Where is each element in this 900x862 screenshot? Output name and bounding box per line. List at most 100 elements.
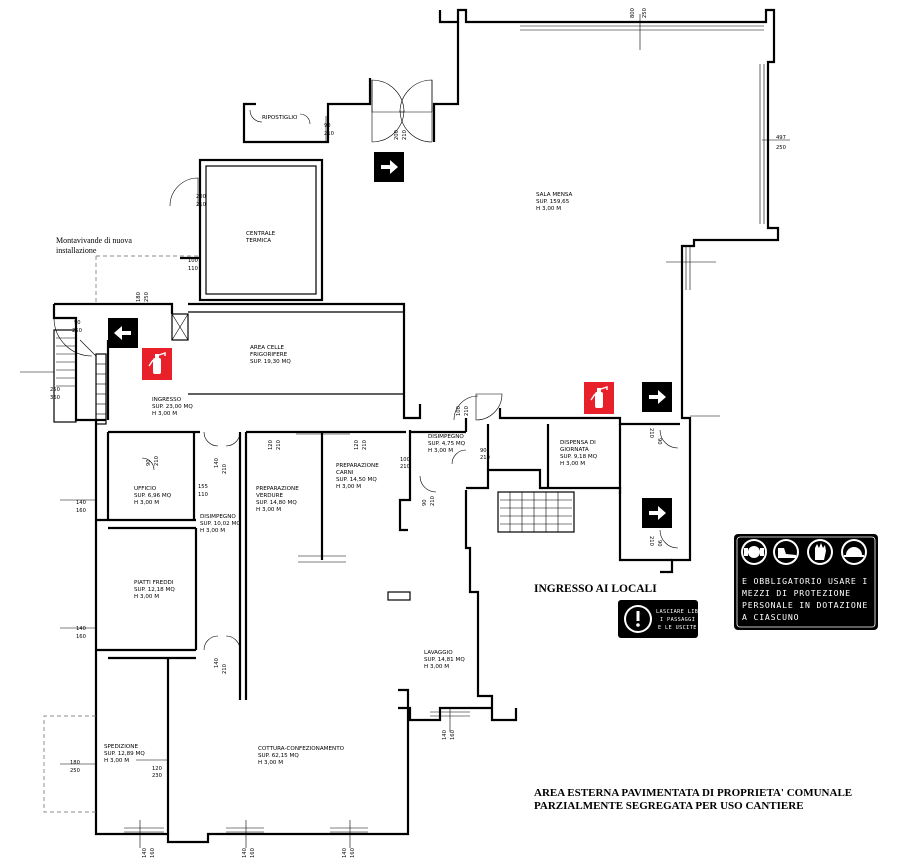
dim-dis2-210d: 210 [430,496,436,506]
ufficio-sup: SUP. 6,96 MQ [134,493,172,499]
spedizione-outside [43,715,96,813]
dim-ing-250: 250 [72,328,82,334]
dim-ct-110: 110 [188,266,198,272]
dim-rip-210: 210 [324,131,334,137]
cottura-sup: SUP. 62,15 MQ [258,753,299,759]
dim-pf-140b: 140 [214,658,220,668]
sala-mensa-sup: SUP. 159,65 [536,199,570,205]
dimension-labels: 800 250 497 250 90 210 200 210 200 210 1… [50,8,786,858]
dim-right-210: 210 [648,428,654,438]
ripostiglio-label: RIPOSTIGLIO [262,115,298,121]
area-celle-sup: SUP. 19,30 MQ [250,359,291,365]
dim-sp-250: 250 [70,768,80,774]
dispensa-label-1: DISPENSA DI [560,440,596,446]
dim-right-90: 90 [656,438,662,445]
ufficio-h: H 3,00 M [134,500,159,506]
exits-text-1: LASCIARE LIBERI [656,609,709,615]
prep-verdure-label-1: PREPARAZIONE [256,486,299,492]
disimpegno-1-h: H 3,00 M [200,528,225,534]
exit-arrow-icon [374,152,404,182]
dim-pf-140: 140 [76,626,86,632]
ppe-text-3: PERSONALE IN DOTAZIONE [742,600,868,610]
sala-mensa-h: H 3,00 M [536,206,561,212]
dim-dis2-210c: 210 [480,455,490,461]
spedizione-label: SPEDIZIONE [104,744,138,750]
ingresso-sup: SUP. 23,00 MQ [152,404,193,410]
montavivande-label-2: installazione [56,246,97,255]
prep-carni-sup: SUP. 14,50 MQ [336,477,377,483]
sala-mensa-label: SALA MENSA [536,192,573,198]
dim-door-210a: 210 [402,130,408,140]
dim-bot-160b: 160 [250,848,256,858]
dim-dis2-100a: 100 [456,406,462,416]
piatti-freddi-sup: SUP. 12,18 MQ [134,587,175,593]
dim-top-250: 250 [642,8,648,18]
ppe-text-2: MEZZI DI PROTEZIONE [742,588,851,598]
ufficio-label: UFFICIO [134,486,157,492]
disimpegno-2-label: DISIMPEGNO [428,434,464,440]
prep-verdure-sup: SUP. 14,80 MQ [256,500,297,506]
lavaggio-h: H 3,00 M [424,664,449,670]
centrale-termica-label-1: CENTRALE [246,231,276,237]
spedizione-h: H 3,00 M [104,758,129,764]
dim-top-800: 800 [630,8,636,18]
exit-arrow-icon [642,498,672,528]
ppe-text-4: A CIASCUNO [742,612,799,622]
dim-rip-90: 90 [324,123,331,129]
dim-uff-210: 210 [154,456,160,466]
prep-carni-h: H 3,00 M [336,484,361,490]
dim-dis2-90: 90 [480,448,487,454]
dim-ct-100: 100 [188,258,198,264]
stairs-center [497,491,575,533]
exits-text-2: I PASSAGGI [660,617,695,623]
disimpegno-2-sup: SUP. 4,75 MQ [428,441,466,447]
dim-uff-160: 160 [76,508,86,514]
area-celle-label-1: AREA CELLE [250,345,285,351]
dim-uff-110: 110 [198,492,208,498]
dim-right-90b: 90 [656,540,662,547]
dispensa-h: H 3,00 M [560,461,585,467]
safety-shoes-icon [773,539,799,565]
centrale-termica-walls [169,158,324,302]
dim-disp-210: 210 [222,464,228,474]
dim-mont-250: 250 [144,292,150,302]
dim-door-200a: 200 [394,130,400,140]
dim-sp-180: 180 [70,760,80,766]
dim-lav-140: 140 [442,730,448,740]
dispensa-label-2: GIORNATA [560,447,589,453]
stairs-left [20,317,107,425]
lavaggio-sup: SUP. 14,81 MQ [424,657,465,663]
dim-right-250: 250 [776,145,786,151]
sala-mensa-walls [242,8,790,574]
dim-v-210a: 210 [276,440,282,450]
fire-extinguisher-icon [142,348,172,380]
hard-hat-icon [841,539,867,565]
dispensa-sup: SUP. 9,18 MQ [560,454,598,460]
dim-bot-160c: 160 [350,848,356,858]
dim-dis2-210b: 210 [400,464,410,470]
door-swings [141,109,679,651]
disimpegno-2-h: H 3,00 M [428,448,453,454]
piatti-freddi-h: H 3,00 M [134,594,159,600]
exit-arrow-icon [642,382,672,412]
ppe-sign: E OBBLIGATORIO USARE I MEZZI DI PROTEZIO… [734,534,878,630]
piatti-freddi-label: PIATTI FREDDI [134,580,174,586]
dim-bot-140b: 140 [242,848,248,858]
exits-text-3: E LE USCITE [658,625,697,631]
dim-ct-200: 200 [196,194,206,200]
fire-extinguisher-icon [584,382,614,414]
dim-sp-230: 230 [152,773,162,779]
dim-uff-155: 155 [198,484,208,490]
disimpegno-1-label: DISIMPEGNO [200,514,236,520]
ear-protection-icon [741,539,767,565]
lavaggio-label: LAVAGGIO [424,650,453,656]
dim-lav-160: 160 [450,730,456,740]
dim-bot-140a: 140 [142,848,148,858]
gloves-icon [807,539,833,565]
windows [60,116,470,848]
prep-verdure-label-2: VERDURE [256,493,284,499]
montavivande [95,255,200,341]
dim-uff-140: 140 [76,500,86,506]
